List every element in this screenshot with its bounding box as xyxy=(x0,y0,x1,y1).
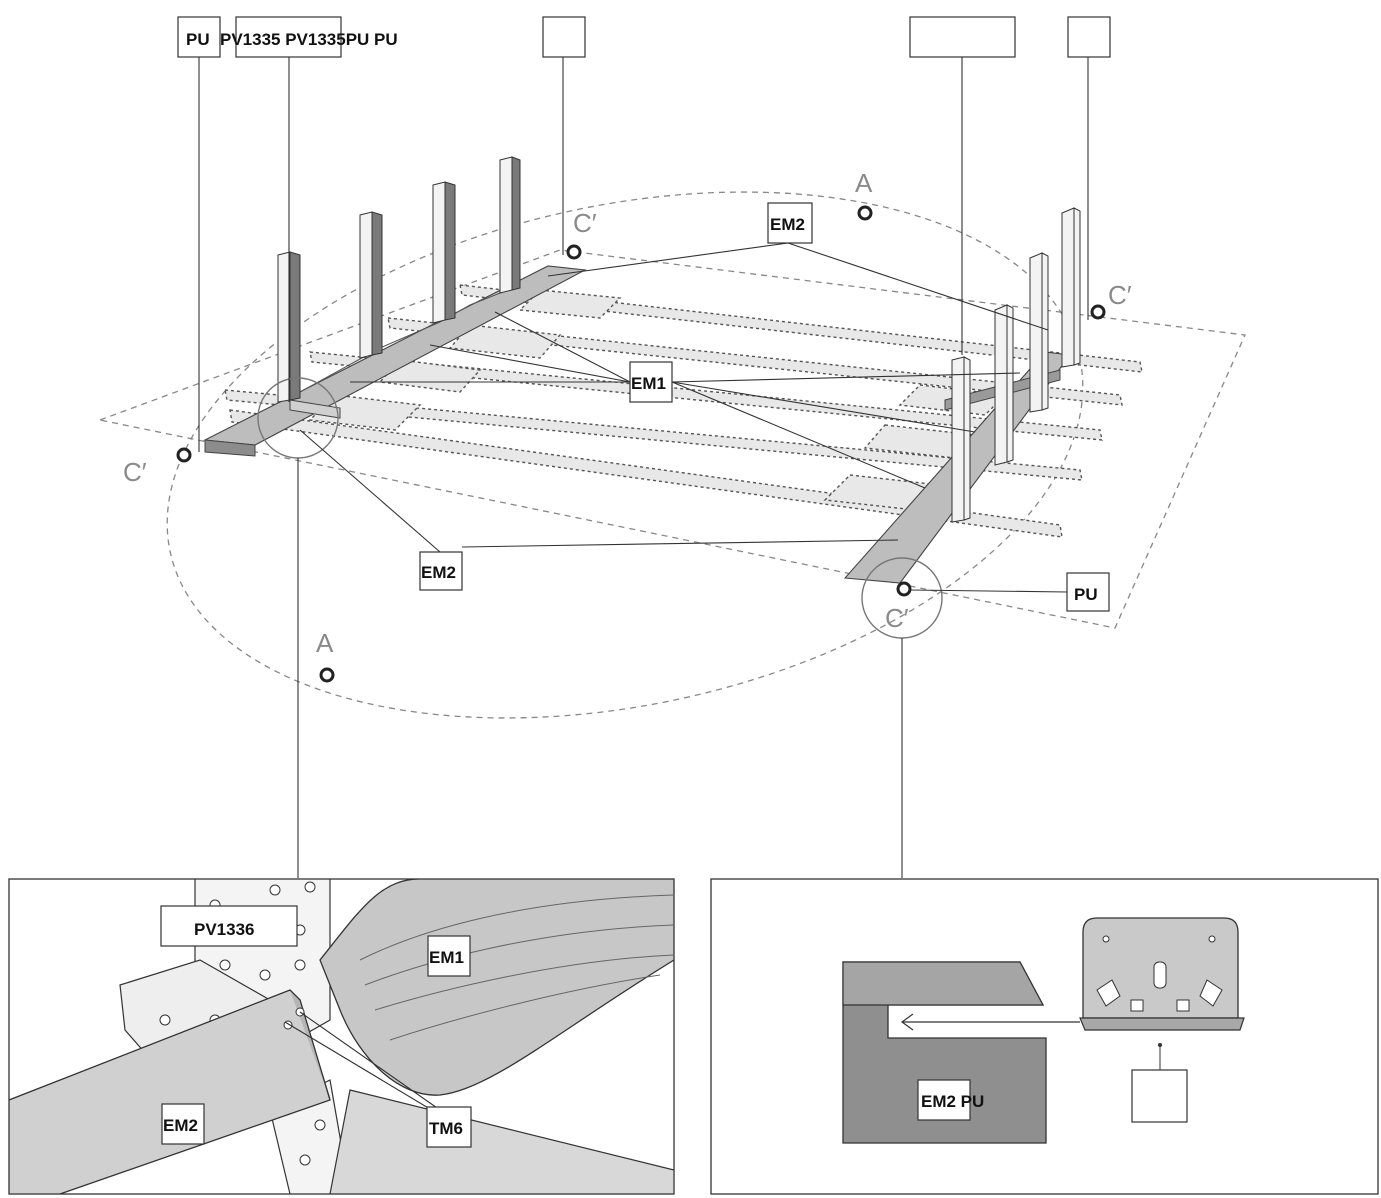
label-box-blank-2 xyxy=(909,16,1016,58)
label-box-blank-3 xyxy=(1067,16,1111,58)
detail-label-em1: EM1 xyxy=(429,948,464,967)
callout-box-em2-top xyxy=(767,202,813,244)
label-box-pv1335 xyxy=(235,16,342,58)
callout-em1: EM1 xyxy=(631,374,666,393)
point-a-bottom-label: A xyxy=(316,628,334,658)
detail-box-em1 xyxy=(427,935,471,977)
detail-label-pv1336: PV1336 xyxy=(194,920,255,939)
detail-label-tm6: TM6 xyxy=(429,1119,463,1138)
left-rail xyxy=(203,265,587,457)
detail-box-em2 xyxy=(161,1103,205,1145)
detail-box-pv1336 xyxy=(160,905,298,947)
arrow-left-icon xyxy=(900,1013,914,1031)
point-a-bottom-marker xyxy=(319,667,335,683)
point-a-top-label: A xyxy=(855,168,873,198)
point-c-top-marker xyxy=(566,244,582,260)
leader-lines xyxy=(198,57,1089,878)
point-c-left-marker xyxy=(176,447,192,463)
point-a-top-marker xyxy=(857,205,873,221)
point-c-left-label: C′ xyxy=(123,457,147,487)
point-c-top-label: C′ xyxy=(573,208,597,238)
right-posts xyxy=(951,207,1081,523)
label-pv1335-group: PV1335 PV1335PU PU xyxy=(220,30,398,49)
callout-box-em2-left xyxy=(419,551,463,591)
callout-em2-left: EM2 xyxy=(421,563,456,582)
point-c-right-label: C′ xyxy=(1108,280,1132,310)
label-box-pu-top xyxy=(177,16,221,58)
point-c-bottom-label: C′ xyxy=(885,603,909,633)
callout-box-pu-right xyxy=(1066,572,1110,612)
detail-label-em2-pu: EM2 PU xyxy=(921,1092,984,1111)
callout-pu-right: PU xyxy=(1074,585,1098,604)
detail-panel-right: EM2 PU xyxy=(710,878,1379,1195)
left-posts xyxy=(277,156,521,403)
floor-outline xyxy=(97,249,1246,629)
label-box-blank-1 xyxy=(542,16,586,58)
callout-box-em1 xyxy=(629,361,673,403)
point-c-bottom-marker xyxy=(896,581,912,597)
detail-panel-left: PV1336 EM1 EM2 TM6 xyxy=(8,878,675,1195)
detail-label-em2: EM2 xyxy=(163,1116,198,1135)
label-pu-top: PU xyxy=(186,30,210,49)
detail-box-em2-pu xyxy=(917,1079,971,1121)
point-c-right-marker xyxy=(1090,304,1106,320)
callout-em2-top: EM2 xyxy=(770,215,805,234)
detail-box-tm6 xyxy=(426,1106,472,1148)
detail-box-blank xyxy=(1131,1069,1188,1123)
